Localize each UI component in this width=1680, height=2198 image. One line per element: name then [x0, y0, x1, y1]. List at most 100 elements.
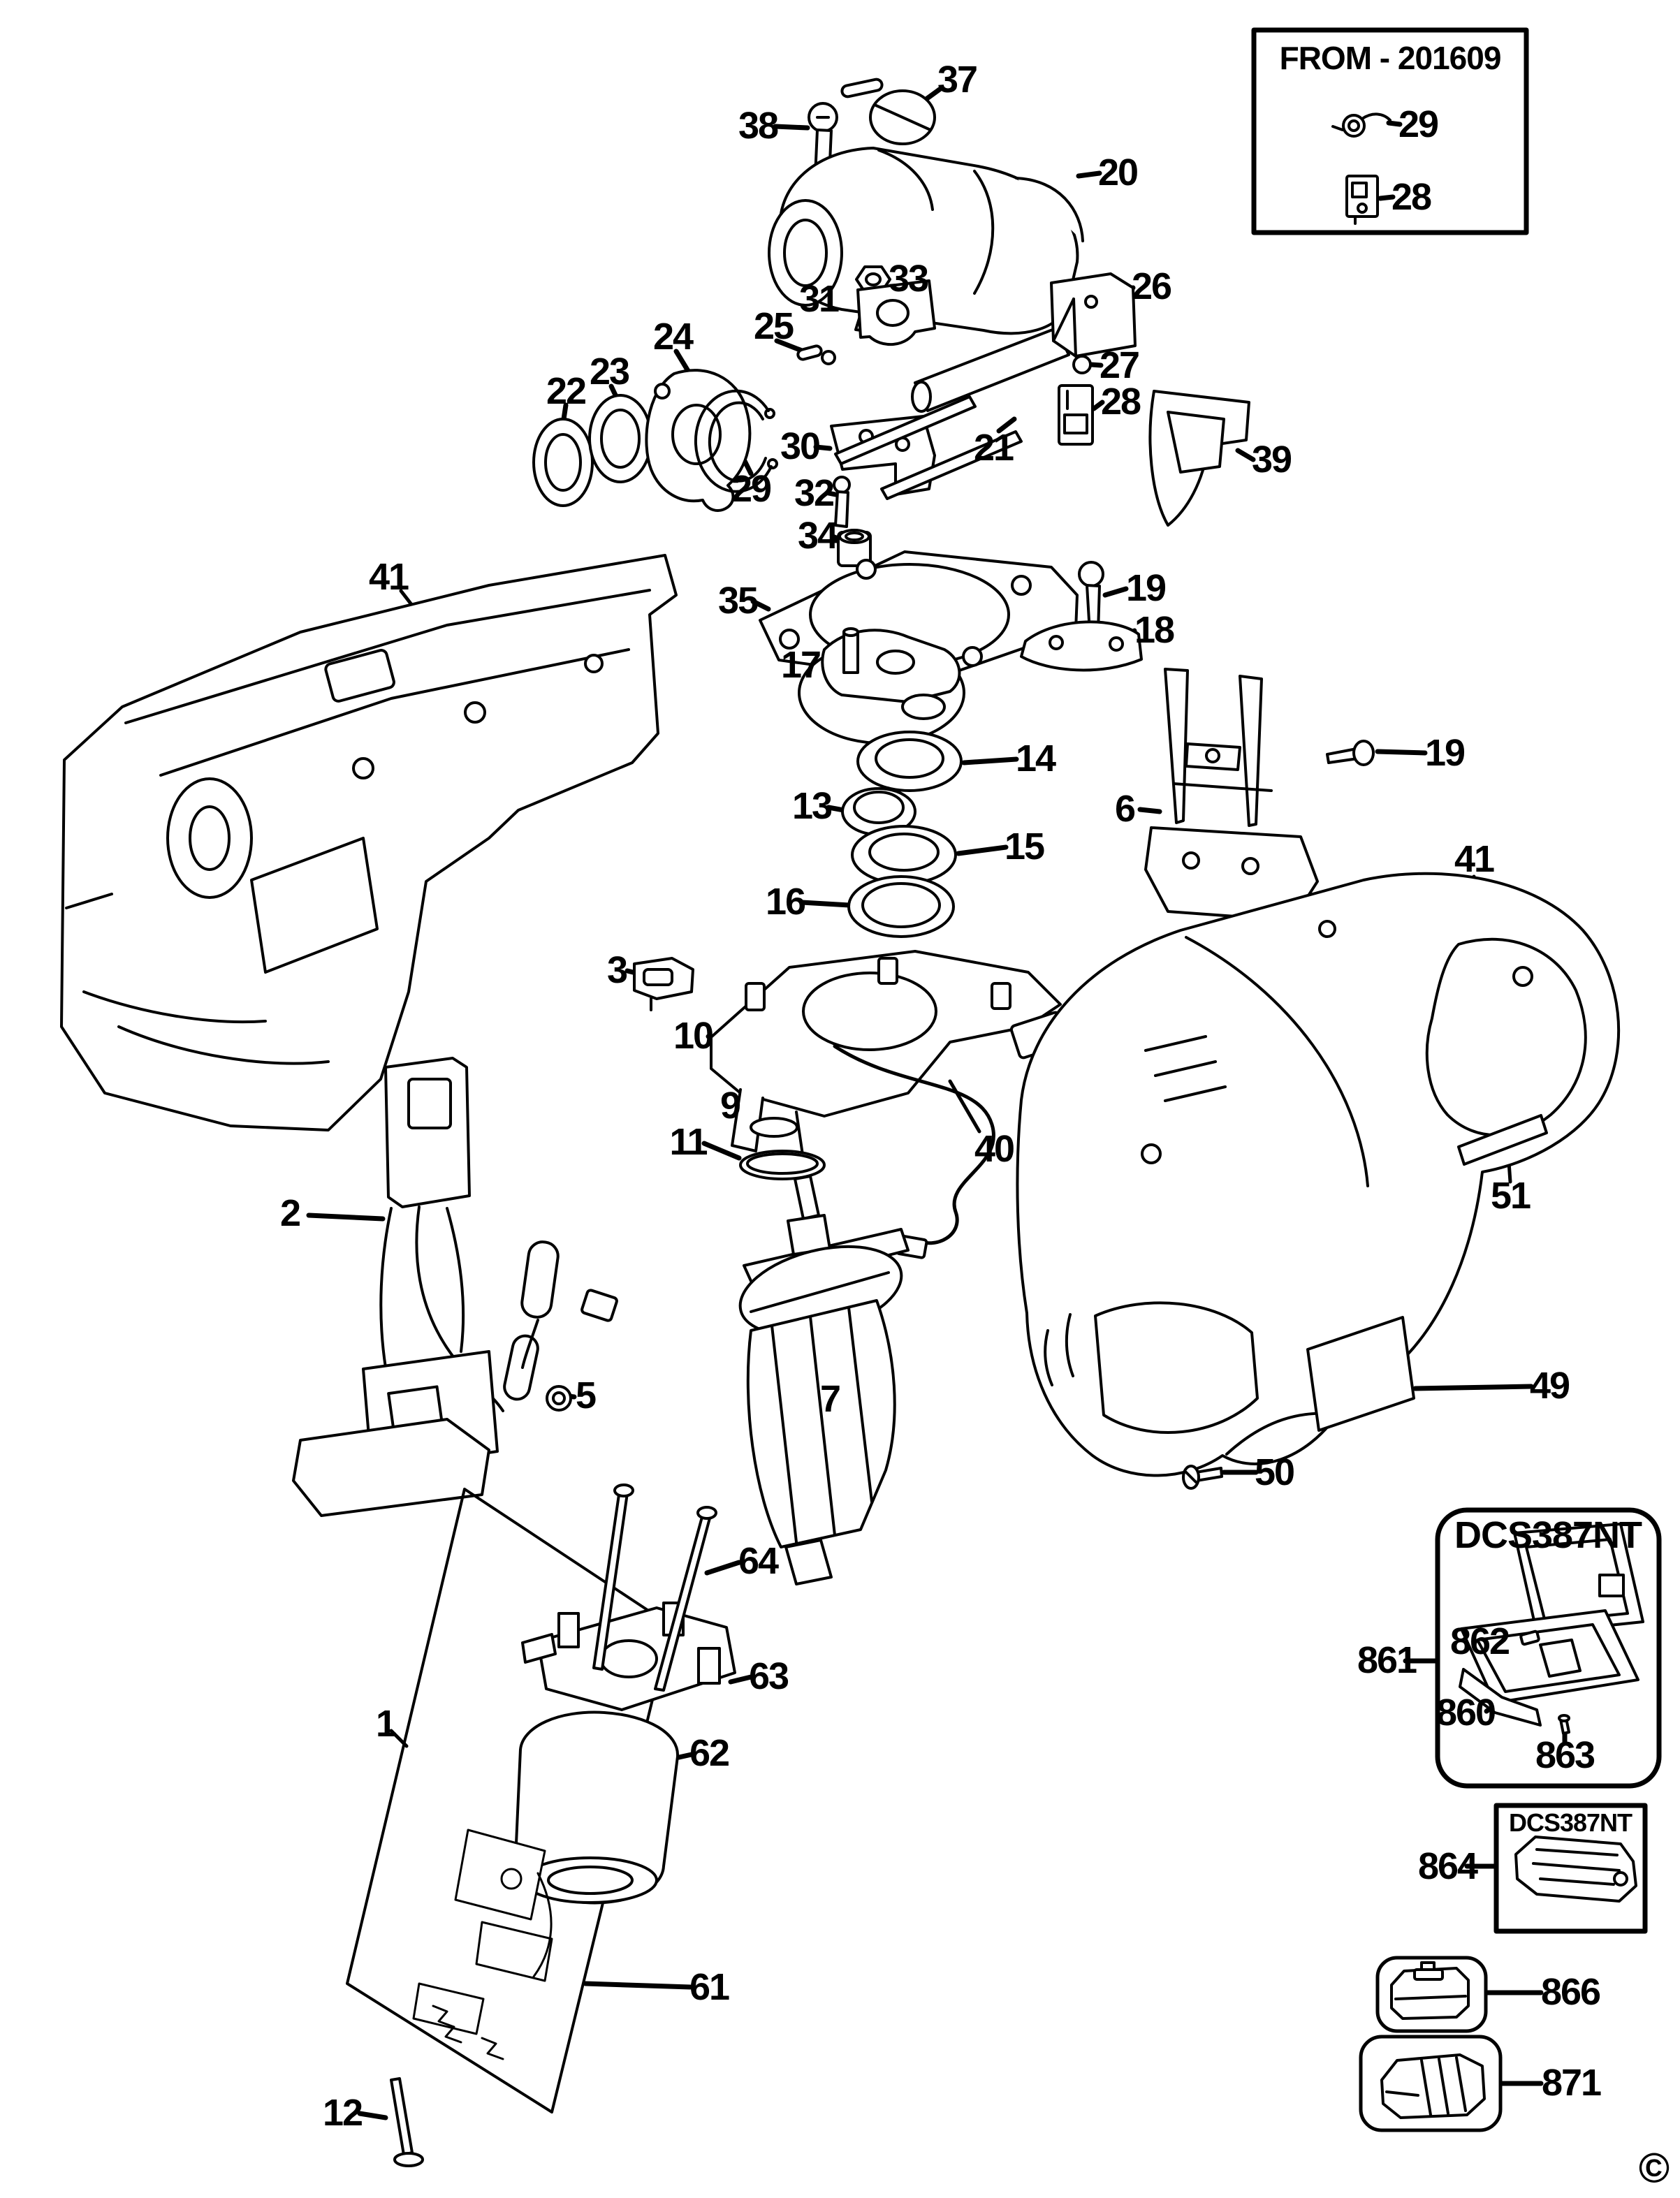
battery-866: [1390, 1961, 1470, 2020]
part-callout-14-22: 14: [1015, 738, 1056, 779]
part-callout-39-12: 39: [1251, 439, 1292, 481]
part-callout-22-9: 22: [546, 370, 587, 412]
part-37-lock-button: [840, 78, 936, 145]
part-callout-62-43: 62: [689, 1732, 730, 1774]
part-callout-24-7: 24: [652, 316, 694, 358]
part-41-saw-body: [1016, 872, 1621, 1477]
part-41-left-housing: [60, 554, 678, 1131]
part-callout-38-1: 38: [738, 105, 779, 147]
part-callout-19-19: 19: [1125, 567, 1167, 609]
part-31-clamp: [856, 279, 936, 346]
part-callout-26-5: 26: [1131, 265, 1172, 307]
part-callout-2-35: 2: [279, 1192, 301, 1234]
part-16-ring: [847, 875, 955, 938]
part-28-switch-block: [1058, 384, 1094, 446]
kit-box: [1435, 1507, 1662, 1789]
part-5-grommet: [546, 1385, 572, 1412]
part-callout-871-55: 871: [1541, 2062, 1602, 2104]
part-callout-49-39: 49: [1529, 1365, 1570, 1407]
part-14-ring: [856, 731, 963, 792]
part-9-o-ring: [750, 1117, 798, 1138]
part-callout-864-51: 864: [1417, 1845, 1478, 1887]
part-15-ring: [851, 825, 957, 885]
part-2-switch-assembly: [292, 1057, 618, 1517]
part-callout-28-11: 28: [1100, 381, 1141, 423]
from-box-item-29: [1331, 112, 1392, 138]
blade-box: [1493, 1803, 1648, 1934]
part-25-pin: [796, 344, 836, 365]
part-18-wedge-bracket: [1020, 620, 1143, 672]
part-19-screw-2: [1326, 740, 1375, 766]
part-6-shoe-assembly: [1144, 668, 1319, 922]
part-callout-50-40: 50: [1254, 1451, 1295, 1493]
part-callout-41-29: 41: [1454, 838, 1495, 880]
part-callout-861-47: 861: [1357, 1639, 1417, 1681]
part-callout-7-37: 7: [819, 1378, 841, 1420]
part-34-pin: [837, 529, 872, 567]
part-callout-18-20: 18: [1134, 609, 1175, 651]
part-39-trigger-cover: [1148, 390, 1250, 527]
part-callout-862-48: 862: [1449, 1620, 1510, 1662]
part-21-flat-bars: [834, 395, 1023, 500]
part-callout-21-14: 21: [973, 427, 1014, 469]
part-callout-32-16: 32: [794, 472, 835, 514]
part-callout-41-28: 41: [368, 556, 409, 598]
part-callout-6-26: 6: [1114, 788, 1136, 830]
from-box: [1251, 27, 1529, 235]
part-10-motor-mount: [710, 950, 1062, 1161]
part-callout-15-24: 15: [1004, 826, 1045, 867]
part-61-switch-box: [346, 1488, 672, 2113]
battery-box-outline: [1375, 1956, 1488, 2033]
part-callout-31-4: 31: [798, 278, 840, 320]
part-49-label-sticker: [1306, 1316, 1415, 1432]
part-callout-23-8: 23: [589, 351, 630, 393]
part-29-snap-ring: [694, 389, 778, 493]
part-callout-17-21: 17: [780, 644, 821, 686]
part-callout-10-31: 10: [673, 1015, 714, 1057]
part-callout-16-25: 16: [765, 881, 806, 923]
part-callout-860-49: 860: [1436, 1692, 1496, 1734]
part-11-o-ring: [739, 1150, 826, 1180]
part-63-brush-plate: [521, 1602, 736, 1711]
kit-box-title: DCS387NT: [1454, 1514, 1642, 1556]
part-callout-37-0: 37: [937, 59, 978, 101]
blade-box-title: DCS387NT: [1508, 1808, 1632, 1837]
part-callout-5-36: 5: [575, 1375, 597, 1416]
part-callout-64-41: 64: [738, 1540, 779, 1582]
part-12-screw: [390, 2077, 424, 2167]
part-callout-35-18: 35: [717, 580, 759, 622]
part-62-stator-can: [513, 1710, 680, 1905]
part-callout-863-50: 863: [1535, 1734, 1595, 1776]
part-callout-13-23: 13: [791, 785, 833, 827]
screw-863: [1558, 1714, 1570, 1735]
part-17-counterweight: [798, 627, 965, 745]
part-22-washer: [532, 418, 594, 507]
part-callout-9-32: 9: [720, 1085, 741, 1127]
part-callout-12-46: 12: [322, 2092, 363, 2134]
copyright-symbol: ©: [1638, 2144, 1670, 2192]
part-callout-34-17: 34: [797, 515, 838, 557]
part-27-o-ring: [1072, 355, 1092, 374]
part-7-armature: [738, 1175, 910, 1585]
charger-871: [1380, 2053, 1486, 2119]
part-callout-3-30: 3: [606, 949, 628, 991]
part-3-connector: [633, 957, 694, 1011]
part-callout-27-10: 27: [1099, 344, 1140, 386]
part-23-washer: [588, 394, 652, 483]
part-callout-866-54: 866: [1540, 1971, 1601, 2013]
from-box-title: FROM - 201609: [1279, 40, 1502, 76]
part-61-box-internals: [412, 1829, 553, 2060]
part-callout-63-42: 63: [748, 1655, 789, 1697]
blade-inlay-864: [1514, 1836, 1637, 1903]
kit-case-860: [1459, 1523, 1644, 1727]
part-51-label-sticker: [1457, 1114, 1548, 1166]
from-box-item-28: [1345, 175, 1379, 225]
part-callout-20-2: 20: [1097, 152, 1139, 193]
part-callout-11-33: 11: [669, 1121, 708, 1163]
clip-862: [1519, 1629, 1540, 1646]
part-callout-51-38: 51: [1490, 1175, 1531, 1217]
part-callout-29-15: 29: [731, 468, 772, 510]
part-callout-1-44: 1: [375, 1703, 397, 1745]
part-64-screws: [592, 1483, 717, 1692]
